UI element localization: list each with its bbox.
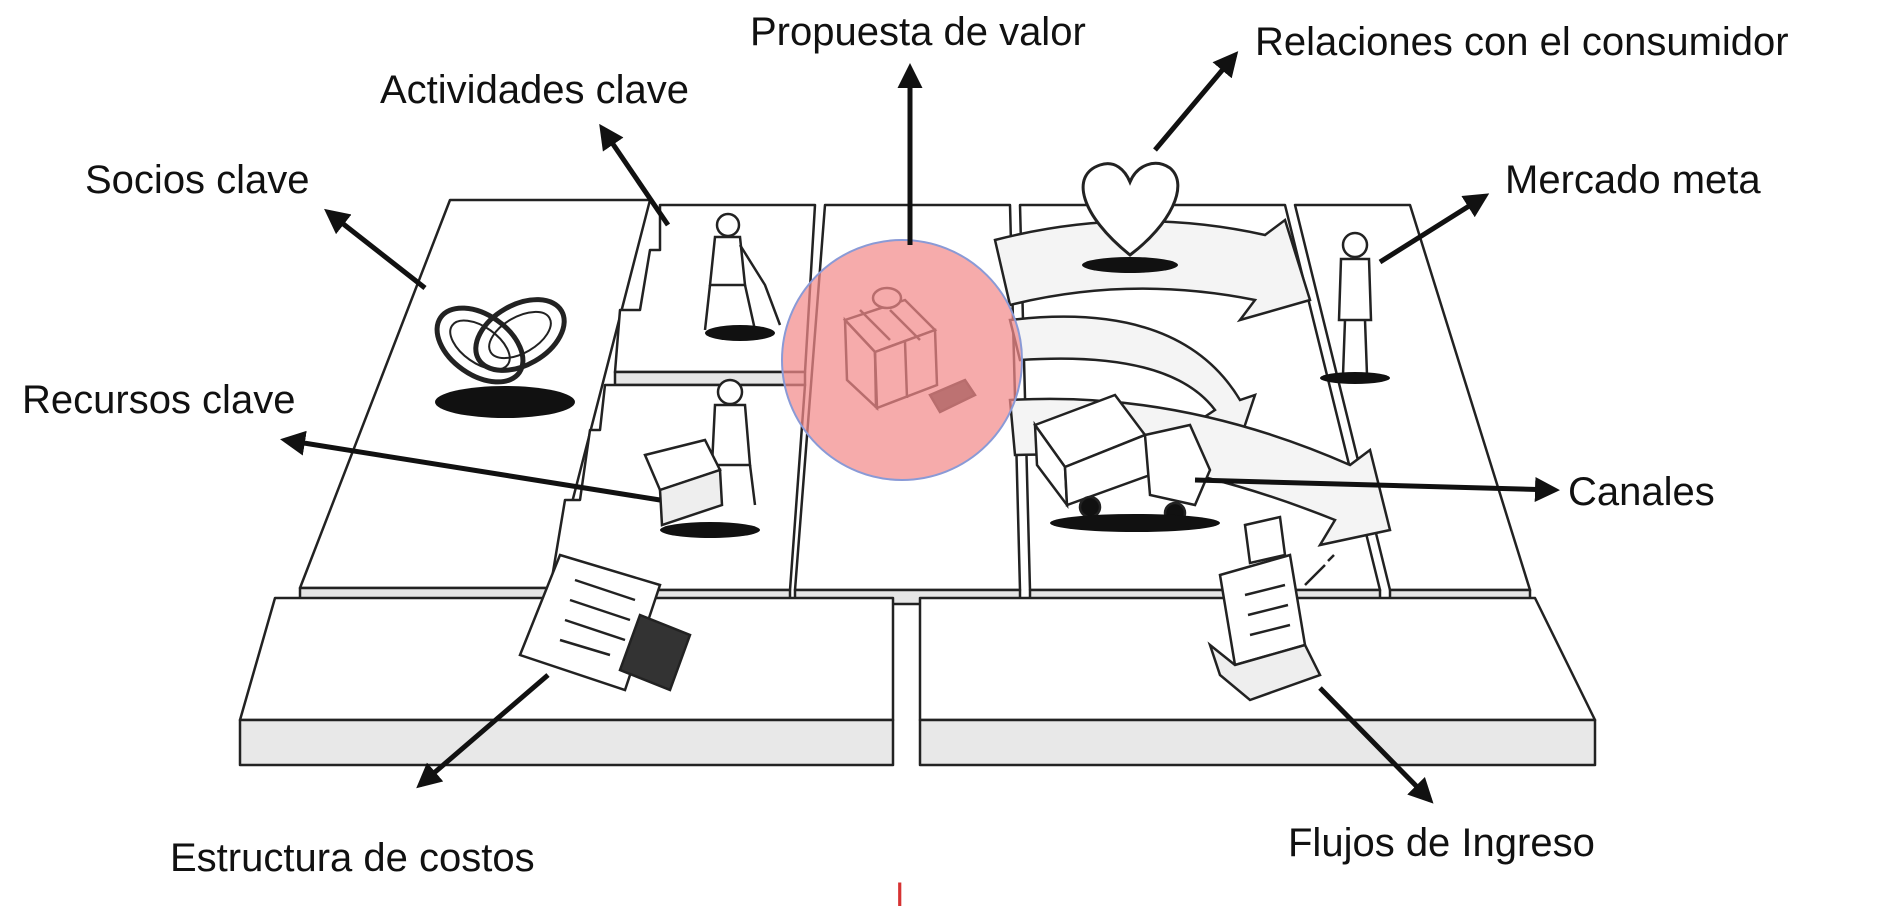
label-recursos-clave: Recursos clave [22, 378, 296, 422]
standing-person-icon [1320, 231, 1390, 384]
label-actividades-clave: Actividades clave [380, 68, 690, 112]
interlocked-rings-icon [434, 297, 575, 418]
person-with-machine-icon [643, 378, 760, 538]
worker-icon [703, 212, 782, 341]
arrow-mercado [1378, 193, 1490, 265]
arrow-recursos [280, 430, 661, 503]
label-propuesta-de-valor: Propuesta de valor [750, 10, 1086, 54]
label-relaciones-con-el-consumidor: Relaciones con el consumidor [1255, 20, 1789, 64]
footer-mark: I [895, 876, 905, 914]
delivery-truck-icon [1033, 393, 1220, 532]
heart-icon [1081, 162, 1180, 273]
arrow-socios [324, 208, 427, 290]
arrow-costos [416, 673, 550, 789]
callout-arrows [280, 51, 1560, 804]
label-canales: Canales [1568, 470, 1715, 514]
arrow-ingresos [1318, 686, 1434, 804]
highlight-circle [781, 239, 1023, 481]
label-estructura-de-costos: Estructura de costos [170, 836, 535, 880]
cash-register-icon [1207, 515, 1335, 702]
arrow-actividades [599, 123, 671, 227]
label-socios-clave: Socios clave [85, 158, 310, 202]
label-mercado-meta: Mercado meta [1505, 158, 1761, 202]
label-flujos-de-ingreso: Flujos de Ingreso [1288, 821, 1595, 865]
arrow-relaciones [1153, 51, 1239, 152]
arrow-canales [1194, 476, 1560, 502]
receipt-icon [518, 553, 692, 692]
